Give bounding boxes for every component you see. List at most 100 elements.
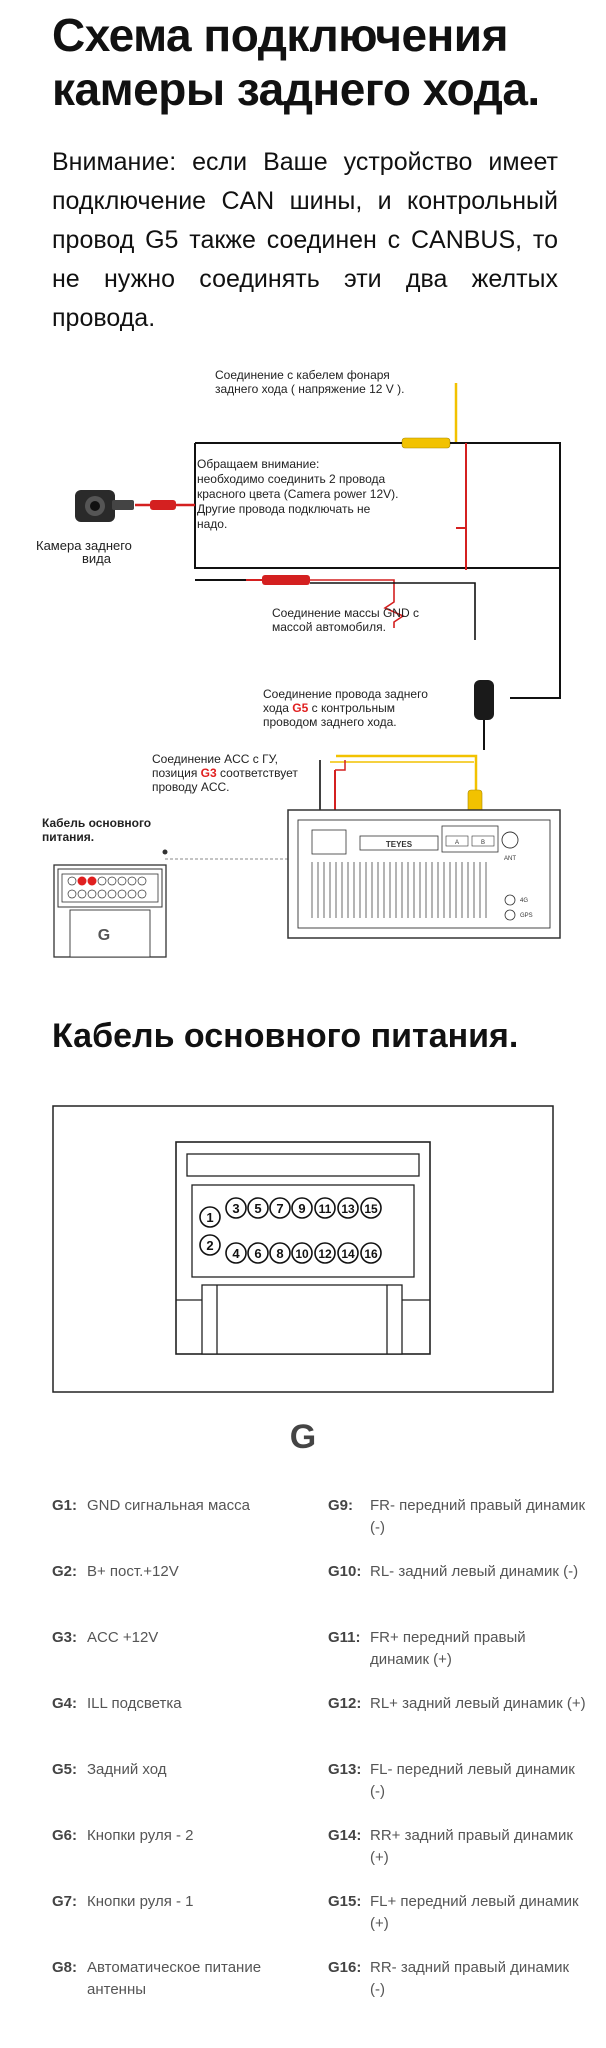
unit-port-a: A <box>455 840 459 846</box>
pin-text: Автоматическое питание антенны <box>87 1959 262 1998</box>
svg-text:9: 9 <box>298 1201 305 1216</box>
pin-14: 14 <box>337 1242 359 1264</box>
g5-note-line3: проводом заднего хода. <box>263 715 397 729</box>
lamp-note-line2: заднего хода ( напряжение 12 V ). <box>215 382 404 396</box>
warning-notice: Внимание: если Ваше устройство имеет под… <box>52 148 558 332</box>
g5-note-line1: Соединение провода заднего <box>263 687 428 701</box>
connector-letter-g: G <box>289 1418 317 1456</box>
wiring-diagram: Соединение с кабелем фонаря заднего хода… <box>36 368 561 958</box>
pin-text: Кнопки руля - 2 <box>87 1827 194 1844</box>
camera-label-line2: вида <box>82 551 112 566</box>
black-wire-lower <box>310 582 476 640</box>
pin-code: G14: <box>328 1827 362 1844</box>
pin-10: 10 <box>291 1242 313 1264</box>
pin-code: G3: <box>52 1629 78 1646</box>
pin-2: 2 <box>199 1234 221 1256</box>
pin-text: RR+ задний правый динамик (+) <box>370 1827 573 1866</box>
pin-code: G12: <box>328 1695 362 1712</box>
pin-text: Задний ход <box>87 1761 167 1778</box>
g3-highlight: G3 <box>201 766 217 780</box>
red-plug-bottom <box>262 575 310 585</box>
pin-9: 9 <box>291 1197 313 1219</box>
small-connector-pins <box>67 876 147 899</box>
svg-text:14: 14 <box>341 1247 355 1261</box>
pin-code: G6: <box>52 1827 78 1844</box>
svg-text:16: 16 <box>364 1247 378 1261</box>
g5-note-part-a: хода <box>263 701 292 715</box>
camera-label-line1: Камера заднего <box>36 538 132 553</box>
pin-13: 13 <box>337 1197 359 1219</box>
unit-ant: ANT <box>504 856 516 862</box>
connector-latch <box>186 1153 420 1177</box>
pin-15: 15 <box>360 1197 382 1219</box>
section-title-power-cable: Кабель основного питания. <box>52 1017 519 1055</box>
pin-4: 4 <box>225 1242 247 1264</box>
gnd-note-line2: массой автомобиля. <box>272 620 386 634</box>
acc-note-line1: Соединение ACC с ГУ, <box>152 752 278 766</box>
svg-text:5: 5 <box>254 1201 261 1216</box>
red-note-line5: надо. <box>197 517 227 531</box>
svg-text:4: 4 <box>232 1246 240 1261</box>
g5-highlight: G5 <box>292 701 308 715</box>
red-wire-acc-top <box>335 760 346 771</box>
pin-text: RL+ задний левый динамик (+) <box>370 1695 586 1712</box>
link-dot <box>162 849 168 855</box>
page-title: Схема подключения камеры заднего хода. <box>52 9 540 115</box>
pin-code: G11: <box>328 1629 361 1646</box>
unit-gps: GPS <box>520 913 533 919</box>
gnd-note-line1: Соединение массы GND с <box>272 606 419 620</box>
yellow-plug <box>401 437 451 449</box>
pin-text: FL- передний левый динамик (-) <box>370 1761 575 1800</box>
pin-code: G4: <box>52 1695 78 1712</box>
camera-icon <box>75 490 134 522</box>
yellow-wire-reverse <box>336 754 478 800</box>
power-cable-label-line1: Кабель основного <box>42 816 151 830</box>
pin-code: G5: <box>52 1761 78 1778</box>
pin-11: 11 <box>314 1197 336 1219</box>
red-note-line4: Другие провода подключать не <box>197 502 371 516</box>
pin-code: G9: <box>328 1497 354 1514</box>
red-note-line1: Обращаем внимание: <box>197 457 319 471</box>
pin-text: RR- задний правый динамик (-) <box>370 1959 570 1998</box>
unit-brand: TEYES <box>386 840 413 849</box>
pin-code: G16: <box>328 1959 362 1976</box>
black-wire-loop <box>194 443 560 569</box>
pin-text: GND сигнальная масса <box>87 1497 250 1514</box>
pin-text: ACC +12V <box>87 1629 159 1646</box>
pin-code: G1: <box>52 1497 78 1514</box>
pin-text: Кнопки руля - 1 <box>87 1893 194 1910</box>
small-connector-letter: G <box>98 927 110 944</box>
black-wire-right <box>450 442 561 699</box>
red-plug-camera <box>150 500 176 510</box>
pin-text: RL- задний левый динамик (-) <box>370 1563 579 1580</box>
pin-text: FL+ передний левый динамик (+) <box>370 1893 579 1932</box>
lamp-note-line1: Соединение с кабелем фонаря <box>215 368 390 382</box>
pin-16: 16 <box>360 1242 382 1264</box>
pin-3: 3 <box>225 1197 247 1219</box>
svg-text:3: 3 <box>232 1201 239 1216</box>
connector-base <box>201 1284 403 1355</box>
pin-code: G8: <box>52 1959 78 1976</box>
svg-text:13: 13 <box>341 1202 355 1216</box>
power-connector-diagram: 1 3 5 7 9 11 13 15 2 4 6 8 10 12 14 16 <box>52 1105 554 1393</box>
pin-code: G15: <box>328 1893 362 1910</box>
reverse-signal-box <box>474 680 494 720</box>
pin-7: 7 <box>269 1197 291 1219</box>
acc-note-line3: проводу ACC. <box>152 780 230 794</box>
svg-text:10: 10 <box>295 1247 309 1261</box>
svg-text:1: 1 <box>206 1210 213 1225</box>
svg-text:7: 7 <box>276 1201 283 1216</box>
unit-4g: 4G <box>520 898 528 904</box>
pin-1: 1 <box>199 1206 221 1228</box>
pin-code: G10: <box>328 1563 362 1580</box>
pin-5: 5 <box>247 1197 269 1219</box>
gnd-wire <box>310 579 405 628</box>
pin-text: ILL подсветка <box>87 1695 182 1712</box>
svg-text:15: 15 <box>364 1202 378 1216</box>
red-note-line3: красного цвета (Camera power 12V). <box>197 487 399 501</box>
pin-code: G2: <box>52 1563 78 1580</box>
pin-code: G7: <box>52 1893 78 1910</box>
acc-note-part-c: соответствует <box>217 766 299 780</box>
head-unit <box>287 809 561 939</box>
pin-text: B+ пост.+12V <box>87 1563 179 1580</box>
